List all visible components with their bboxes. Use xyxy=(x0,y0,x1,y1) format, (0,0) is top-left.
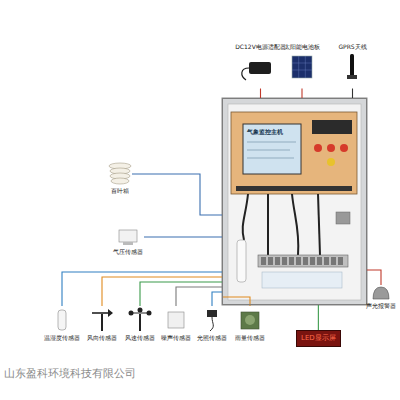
wire-line xyxy=(367,270,381,285)
wire-line xyxy=(352,89,353,99)
anemometer xyxy=(129,308,152,332)
node-label: 气压传感器 xyxy=(112,248,144,256)
status-panel xyxy=(312,120,352,134)
noise-sensor xyxy=(168,312,184,328)
icon-space xyxy=(43,306,81,334)
louver-box xyxy=(109,163,131,184)
wire xyxy=(140,282,222,306)
node-label: 风向传感器 xyxy=(86,334,118,342)
icon-space xyxy=(283,51,321,89)
rain-gauge xyxy=(241,312,259,329)
power-adapter: DC12V电源适配器 xyxy=(234,43,287,89)
terminal-strip xyxy=(258,255,348,267)
light-sensor: 光照传感器 xyxy=(196,306,228,342)
temp-humidity-sensor: 温湿度传感器 xyxy=(43,306,81,342)
wiring-card xyxy=(262,272,342,288)
solar-panel: 太阳能电池板 xyxy=(283,43,321,89)
wire xyxy=(132,174,222,215)
wind-direction-sensor: 风向传感器 xyxy=(86,306,118,342)
node-label: 声光报警器 xyxy=(365,302,397,310)
wire xyxy=(176,287,222,306)
wire xyxy=(260,89,261,99)
wire-line xyxy=(140,282,222,306)
light-sensor xyxy=(207,310,217,331)
wind-vane xyxy=(92,309,113,331)
sensor-box xyxy=(119,230,137,242)
wire xyxy=(144,237,222,238)
tube xyxy=(237,240,246,282)
antenna xyxy=(350,54,354,76)
icon-space xyxy=(112,228,144,248)
wire-line xyxy=(318,305,319,330)
node-label: 噪声传感器 xyxy=(160,334,192,342)
screen-text: 气象监控主机 xyxy=(247,128,283,136)
wire xyxy=(367,270,381,285)
solar-panel xyxy=(292,56,312,78)
node-label: LED显示屏 xyxy=(301,334,336,343)
icon-space xyxy=(86,306,118,334)
antenna: GPRS天线 xyxy=(337,43,368,89)
wire xyxy=(318,305,319,330)
back-plate xyxy=(228,104,361,300)
power-adapter xyxy=(249,62,271,74)
node-label: 百叶箱 xyxy=(108,187,132,195)
wire xyxy=(102,277,222,306)
wire-line xyxy=(260,89,261,99)
wire-line xyxy=(62,272,222,306)
node-label: DC12V电源适配器 xyxy=(234,43,287,51)
temp-probe xyxy=(58,310,66,330)
node-label: 雨量传感器 xyxy=(234,334,266,342)
node-label: 太阳能电池板 xyxy=(283,43,321,51)
controller-board xyxy=(231,112,357,194)
wire-line xyxy=(212,292,222,306)
icon-space xyxy=(337,51,368,89)
wire-line xyxy=(102,277,222,306)
wire-line xyxy=(144,236,222,237)
button xyxy=(327,158,335,166)
button xyxy=(327,144,335,152)
icon-space xyxy=(108,160,132,187)
icon-space xyxy=(365,285,397,302)
alarm: 声光报警器 xyxy=(365,285,397,310)
icon-space xyxy=(196,306,228,334)
icon-space xyxy=(234,306,266,334)
alarm-dome xyxy=(373,287,389,299)
icon-space xyxy=(234,51,287,89)
terminal-row xyxy=(236,186,352,191)
lcd-screen xyxy=(243,124,301,174)
node-label: 温湿度传感器 xyxy=(43,334,81,342)
node-label: 光照传感器 xyxy=(196,334,228,342)
wire xyxy=(212,292,222,306)
node-label: GPRS天线 xyxy=(337,43,368,51)
wire-line xyxy=(176,287,222,306)
louver-box: 百叶箱 xyxy=(108,160,132,195)
wind-speed-sensor: 风速传感器 xyxy=(124,306,156,342)
button xyxy=(340,144,348,152)
pressure-sensor: 气压传感器 xyxy=(112,228,144,256)
node-label: 风速传感器 xyxy=(124,334,156,342)
wire xyxy=(62,272,222,306)
wire xyxy=(352,89,353,99)
enclosure-body xyxy=(222,98,367,305)
rain-sensor: 雨量传感器 xyxy=(234,306,266,342)
led-display: LED显示屏 xyxy=(296,330,341,347)
watermark: 山东盈科环境科技有限公司 xyxy=(4,366,136,381)
button xyxy=(314,144,322,152)
icon-space xyxy=(160,306,192,334)
wire-line xyxy=(132,174,222,215)
wire-line xyxy=(301,89,302,99)
wire xyxy=(302,89,303,99)
relay xyxy=(336,212,350,224)
icon-space xyxy=(124,306,156,334)
control-cabinet: 气象监控主机 xyxy=(222,98,367,305)
node-label: 气象监控主机 xyxy=(247,128,283,136)
noise-sensor: 噪声传感器 xyxy=(160,306,192,342)
